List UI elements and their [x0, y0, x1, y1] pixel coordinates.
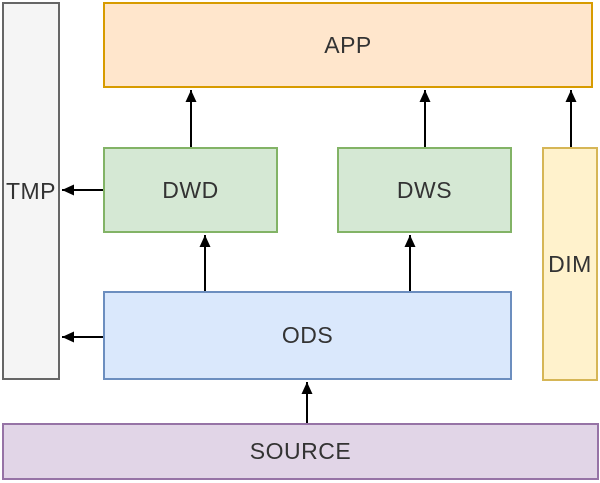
node-dwd: DWD [103, 147, 278, 233]
node-dws-label: DWS [396, 176, 453, 203]
node-ods: ODS [103, 291, 512, 380]
node-dws: DWS [337, 147, 512, 233]
node-dwd-label: DWD [162, 176, 219, 203]
node-source-label: SOURCE [249, 438, 352, 464]
node-dim-label: DIM [548, 250, 592, 277]
node-app: APP [103, 2, 593, 88]
node-source: SOURCE [2, 423, 599, 480]
node-tmp-label: TMP [5, 177, 57, 204]
node-dim: DIM [542, 147, 598, 381]
node-ods-label: ODS [281, 322, 334, 348]
node-app-label: APP [324, 31, 372, 58]
node-tmp: TMP [2, 2, 60, 380]
